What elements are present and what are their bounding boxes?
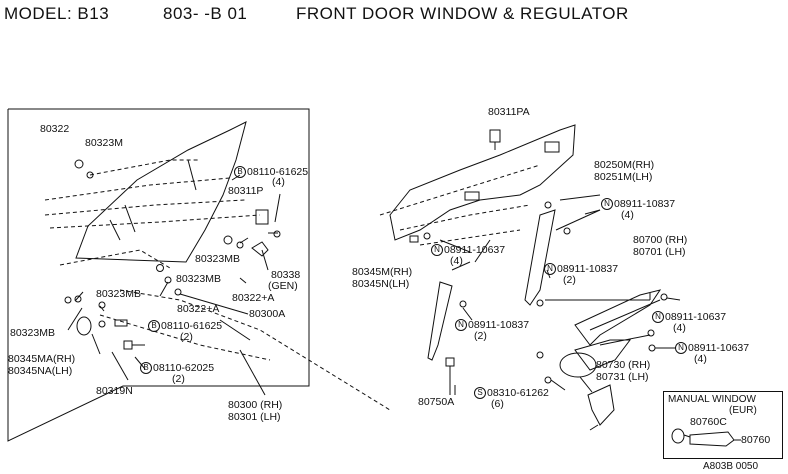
label-80250m: 80250M(RH) [594,159,655,171]
label-80750a: 80750A [418,396,455,408]
label-80311p: 80311P [228,185,264,197]
label-80323mb-b: 80323MB [176,273,221,285]
label-80701: 80701 (LH) [633,246,686,258]
label-80301: 80301 (LH) [228,411,281,423]
qty-08911-10637-c: (4) [694,353,707,365]
front-channel [427,281,453,361]
label-80730: 80730 (RH) [596,359,651,371]
label-80251m: 80251M(LH) [594,171,653,183]
qty-08911-10637-a: (4) [450,255,463,267]
qty-08110-61625-top: (4) [272,176,285,188]
label-80345m: 80345M(RH) [352,266,413,278]
label-80345ma: 80345MA(RH) [8,353,76,365]
label-80322a-b: 80322+A [177,303,220,315]
label-80338: 80338 [271,269,301,281]
bracket-80311pa [489,129,501,143]
label-80319n: 80319N [96,385,133,397]
label-80300a: 80300A [249,308,286,320]
label-80323mb-a: 80323MB [195,253,240,265]
label-80760: 80760 [741,434,771,446]
nut-badge: N [431,244,443,256]
window-regulator [574,289,662,346]
qty-08110-62025: (2) [172,373,185,385]
handle-escutcheon-80760c [671,428,685,444]
screw-badge: S [474,387,486,399]
regulator-motor [559,352,597,378]
bolt-badge: B [140,362,152,374]
door-glass [75,121,247,263]
stopper-80338 [251,241,269,257]
qty-08911-10837-a: (4) [621,209,634,221]
section-code: 803- -B 01 [163,4,248,23]
qty-08911-10637-b: (4) [673,322,686,334]
label-80345n: 80345N(LH) [352,278,410,290]
door-inner-frame [389,124,576,241]
label-80300: 80300 (RH) [228,399,283,411]
drawing-code: A803B 0050 [703,461,759,472]
nut-badge: N [601,198,613,210]
manual-window-inset: MANUAL WINDOW (EUR) [663,391,783,459]
clip-80322 [74,159,84,169]
label-80700: 80700 (RH) [633,234,688,246]
label-80322a-a: 80322+A [232,292,275,304]
manual-window-title: MANUAL WINDOW [668,394,756,405]
nut-badge: N [455,319,467,331]
label-80323mb-c: 80323MB [96,288,141,300]
label-80338-gen: (GEN) [268,280,298,292]
label-80322: 80322 [40,123,70,135]
guide-80319n [123,340,133,350]
label-80345na: 80345NA(LH) [8,365,73,377]
nut-badge: N [652,311,664,323]
bolt-badge: B [148,320,160,332]
nut-badge: N [675,342,687,354]
model-label: MODEL: B13 [4,4,110,23]
qty-08310-61262: (6) [491,398,504,410]
bolt-badge: B [234,166,246,178]
label-80311pa: 80311PA [488,106,530,118]
window-crank-80760 [689,431,735,447]
label-80760c: 80760C [690,416,727,428]
diagram-title: FRONT DOOR WINDOW & REGULATOR [296,4,629,23]
qty-08911-10837-c: (2) [563,274,576,286]
manual-window-region: (EUR) [729,405,757,416]
nut-badge: N [544,263,556,275]
clip-80323m [86,171,94,179]
label-80323mb-d: 80323MB [10,327,55,339]
rear-guide-rail [524,209,556,306]
left-panel-outline [7,108,310,442]
bracket-80311p [255,209,269,225]
qty-08110-61625-bot: (2) [180,331,193,343]
label-80323m: 80323M [85,137,123,149]
channel-80345ma [76,316,92,336]
qty-08911-10837-b: (2) [474,330,487,342]
label-80731: 80731 (LH) [596,371,649,383]
